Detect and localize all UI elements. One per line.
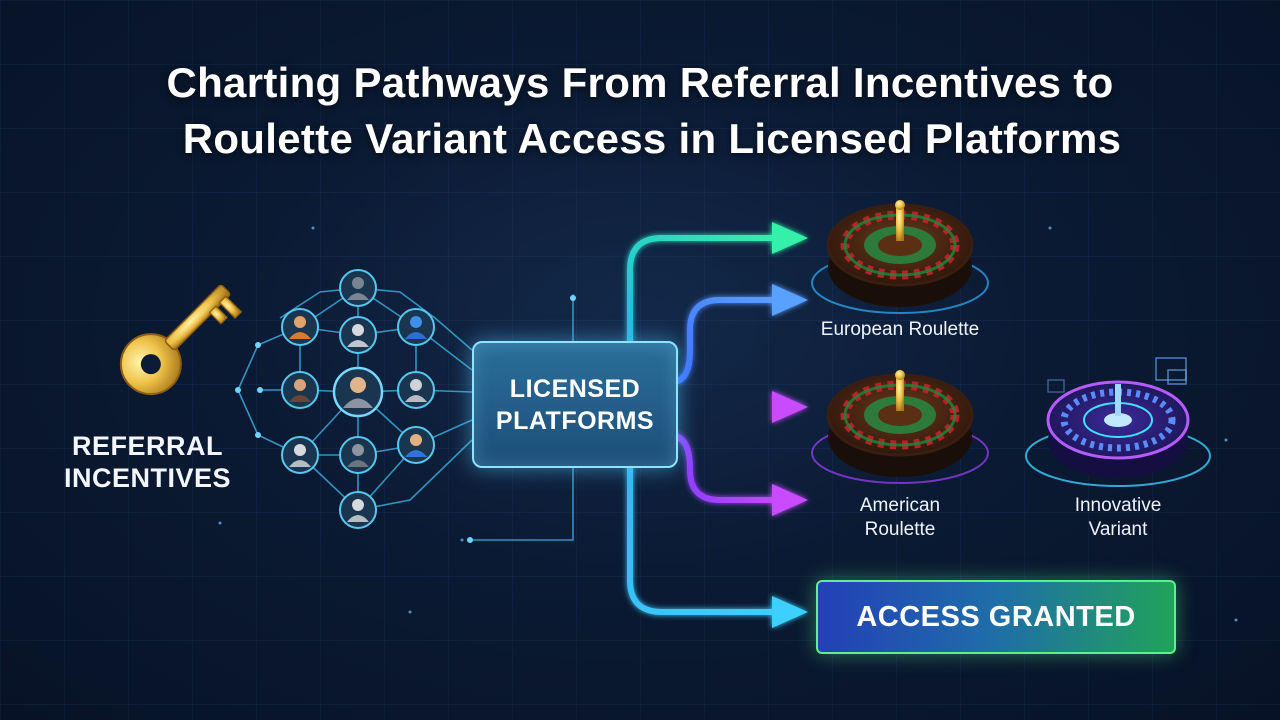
access-granted-node: ACCESS GRANTED <box>816 580 1176 654</box>
person-icon <box>397 426 435 464</box>
referral-network <box>281 269 435 529</box>
path-to-innovative <box>671 433 787 503</box>
referral-incentives-label: REFERRAL INCENTIVES <box>63 431 232 493</box>
person-icon <box>339 436 377 474</box>
access-granted-label: ACCESS GRANTED <box>856 600 1136 633</box>
arrowhead-icon <box>772 391 808 423</box>
person-icon <box>339 491 377 529</box>
person-icon <box>397 371 435 409</box>
path-to-european-top <box>627 235 787 355</box>
path-to-access <box>627 461 787 615</box>
arrowhead-icon <box>772 222 808 254</box>
person-icon <box>397 308 435 346</box>
page-title: Charting Pathways From Referral Incentiv… <box>0 55 1280 167</box>
roulette-wheel-icon <box>811 370 989 484</box>
arrowhead-icon <box>772 284 808 316</box>
title-line-2: Roulette Variant Access in Licensed Plat… <box>182 115 1122 162</box>
licensed-platforms-label: LICENSED PLATFORMS <box>495 374 655 435</box>
network-junction-dots <box>235 295 576 543</box>
american-roulette-label: American Roulette <box>859 495 941 540</box>
licensed-platforms-node: LICENSED PLATFORMS <box>472 341 678 468</box>
arrowhead-icon <box>772 596 808 628</box>
person-icon <box>281 308 319 346</box>
title-line-1: Charting Pathways From Referral Incentiv… <box>166 59 1114 106</box>
arrowhead-icon <box>772 484 808 516</box>
path-to-european <box>671 297 787 385</box>
person-icon <box>339 316 377 354</box>
innovative-variant-label: Innovative Variant <box>1074 495 1162 540</box>
holographic-roulette-icon <box>1025 357 1211 487</box>
person-icon <box>339 269 377 307</box>
roulette-wheel-icon <box>811 200 989 314</box>
european-roulette-label: European Roulette <box>820 319 980 340</box>
person-icon <box>332 366 384 418</box>
person-icon <box>281 371 319 409</box>
key-icon <box>119 284 243 396</box>
person-icon <box>281 436 319 474</box>
